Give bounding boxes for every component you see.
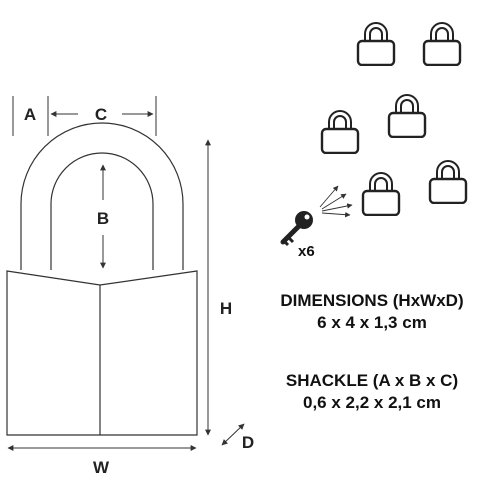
padlock-icon <box>361 172 401 216</box>
dimensions-spec: DIMENSIONS (HxWxD) 6 x 4 x 1,3 cm <box>252 290 492 334</box>
shackle-inner-outline <box>50 152 154 270</box>
dim-label-a: A <box>24 105 36 124</box>
dim-label-c: C <box>95 105 107 124</box>
key-quantity: x6 <box>298 243 315 260</box>
dimensions-value: 6 x 4 x 1,3 cm <box>317 313 427 332</box>
shackle-title: SHACKLE (A x B x C) <box>285 371 459 390</box>
dim-label-b: B <box>97 209 109 228</box>
shackle-value: 0,6 x 2,2 x 2,1 cm <box>303 393 441 412</box>
padlock-set <box>320 22 468 216</box>
dimensions-title: DIMENSIONS (HxWxD) <box>280 291 464 310</box>
dim-label-h: H <box>220 299 232 318</box>
dim-d-arrow <box>221 423 245 446</box>
key-icon <box>280 211 313 247</box>
dim-label-w: W <box>93 458 110 477</box>
key-rays-icon <box>319 185 353 218</box>
padlock-icon <box>428 160 468 204</box>
shackle-spec: SHACKLE (A x B x C) 0,6 x 2,2 x 2,1 cm <box>252 370 492 414</box>
shackle-outline <box>20 122 184 270</box>
padlock-outline <box>6 122 198 436</box>
dim-label-d: D <box>242 433 254 452</box>
padlock-icon <box>387 94 427 138</box>
padlock-icon <box>356 22 396 66</box>
dimension-markers <box>7 96 245 451</box>
padlock-icon <box>320 110 360 154</box>
lock-body-outline <box>6 270 198 436</box>
padlock-icon <box>422 22 462 66</box>
